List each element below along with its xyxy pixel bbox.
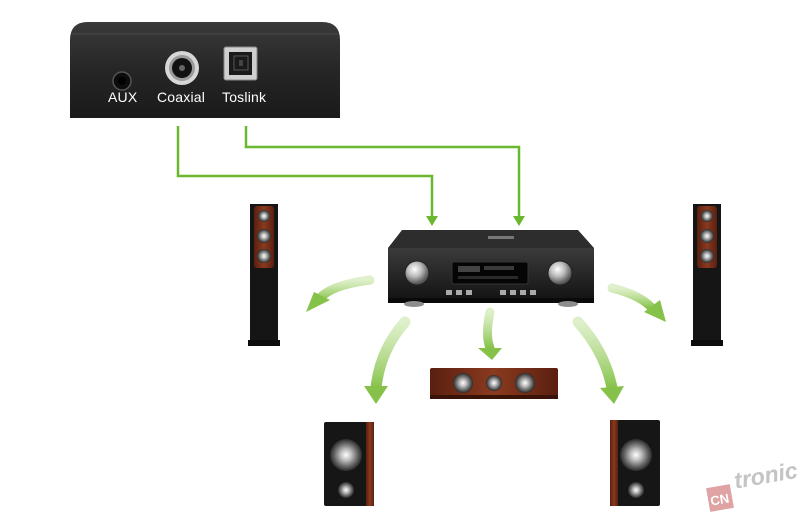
coaxial-cable-line bbox=[176, 126, 438, 226]
toslink-port-label: Toslink bbox=[222, 89, 267, 105]
flow-arrow-front-left bbox=[306, 275, 375, 312]
flow-arrow-rear-right bbox=[572, 316, 624, 404]
watermark-logo: CN bbox=[706, 484, 734, 512]
optical-port-icon bbox=[223, 46, 258, 81]
toslink-cable-line bbox=[244, 126, 525, 226]
audio-converter-box bbox=[70, 22, 340, 118]
coaxial-port-label: Coaxial bbox=[157, 89, 206, 105]
surround-speaker-right bbox=[610, 420, 660, 506]
center-speaker bbox=[430, 368, 558, 399]
tower-speaker-left bbox=[248, 204, 280, 346]
aux-jack-icon bbox=[112, 71, 132, 91]
tower-speaker-right bbox=[691, 204, 723, 346]
watermark-logo-text: CN bbox=[709, 491, 730, 509]
rca-jack-icon bbox=[165, 51, 199, 85]
flow-arrow-center bbox=[478, 307, 502, 360]
av-receiver bbox=[388, 230, 594, 307]
surround-speaker-left bbox=[324, 422, 374, 506]
watermark: tronic bbox=[708, 457, 800, 524]
aux-port-label: AUX bbox=[108, 89, 138, 105]
flow-arrow-rear-left bbox=[364, 316, 411, 404]
flow-arrow-front-right bbox=[607, 283, 666, 322]
